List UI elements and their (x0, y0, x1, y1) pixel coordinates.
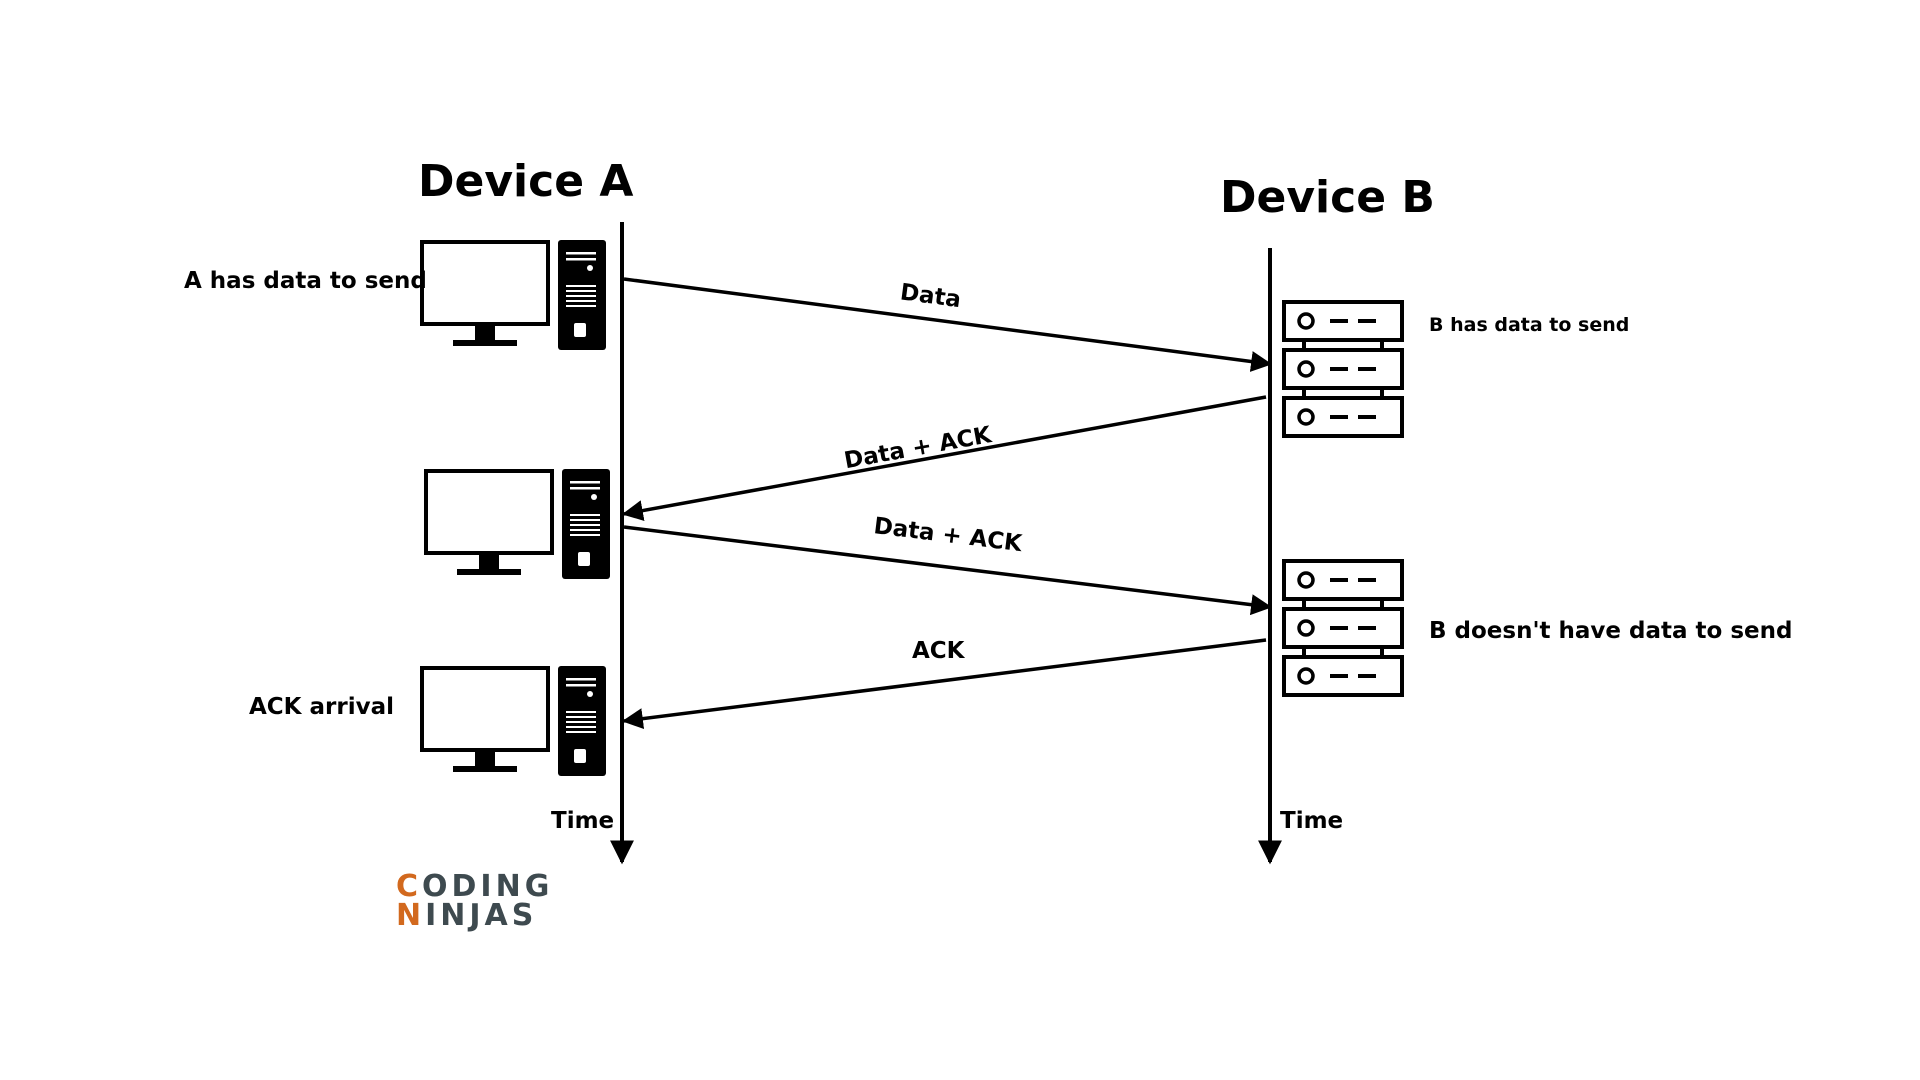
desktop-computer-icon (420, 238, 608, 352)
message-arrow-ack (621, 638, 1267, 730)
device-a-title: Device A (418, 156, 633, 207)
logo-line-1: CODING (396, 869, 553, 904)
time-label-a: Time (551, 808, 614, 834)
coding-ninjas-logo: CODING NINJAS (396, 869, 553, 933)
ack-arrival-label: ACK arrival (249, 694, 394, 720)
message-label-ack: ACK (912, 638, 966, 664)
logo-line-2: NINJAS (396, 898, 537, 933)
message-arrow-data-ack-1 (621, 395, 1267, 521)
time-label-b: Time (1280, 808, 1343, 834)
message-label-data-ack-1: Data + ACK (842, 422, 994, 474)
message-arrow-data (623, 277, 1273, 372)
message-label-data-ack-2: Data + ACK (872, 513, 1024, 557)
message-label-data: Data (899, 279, 963, 313)
b-has-data-label: B has data to send (1429, 314, 1629, 336)
b-no-data-label: B doesn't have data to send (1429, 618, 1792, 644)
server-rack-icon (1282, 559, 1404, 697)
desktop-computer-icon (424, 467, 612, 581)
a-has-data-label: A has data to send (184, 268, 427, 294)
device-b-title: Device B (1220, 172, 1435, 223)
message-arrow-data-ack-2 (623, 525, 1273, 616)
desktop-computer-icon (420, 664, 608, 778)
server-rack-icon (1282, 300, 1404, 438)
